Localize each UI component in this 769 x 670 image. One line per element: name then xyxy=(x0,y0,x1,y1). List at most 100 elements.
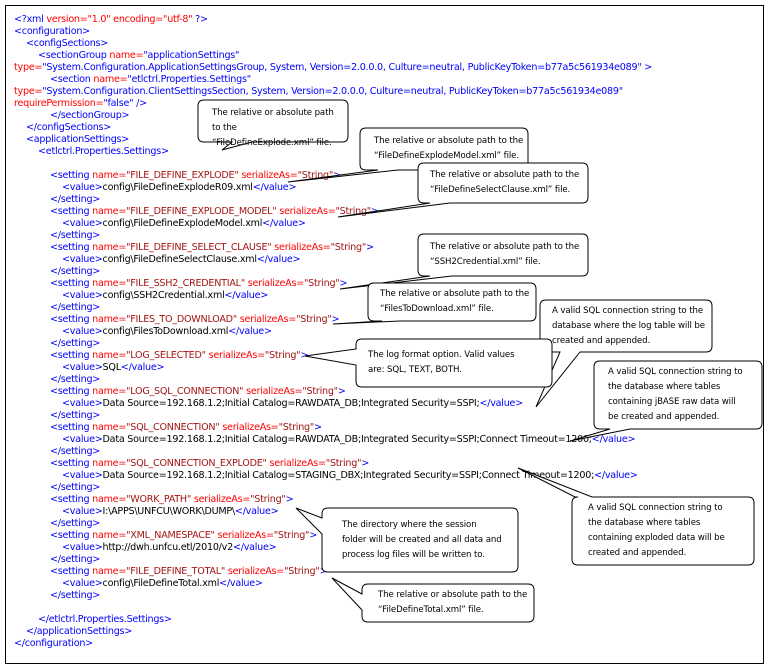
callout-bubble xyxy=(332,282,537,325)
setting-value-line: <value>config\FileDefineExplodeR09.xml</… xyxy=(62,182,296,194)
xml-token: serializeAs= xyxy=(222,422,279,433)
xml-token: name= xyxy=(92,278,127,289)
xml-token: </value> xyxy=(234,506,279,517)
xml-token: <?xml xyxy=(14,14,47,25)
xml-token: </setting> xyxy=(50,266,101,277)
xml-token: <setting xyxy=(50,386,93,397)
xml-token: requirePermission= xyxy=(14,98,104,109)
xml-token: <setting xyxy=(50,206,93,217)
xml-token: <setting xyxy=(50,314,93,325)
xml-token: "LOG_SQL_CONNECTION" xyxy=(126,386,244,397)
setting-close-line: </setting> xyxy=(50,230,100,242)
xml-token: </setting> xyxy=(50,590,101,601)
xml-token: "FILE_DEFINE_EXPLODE_MODEL" xyxy=(126,206,277,217)
setting-open-line: <setting name="FILE_DEFINE_TOTAL" serial… xyxy=(50,566,328,578)
setting-value-line: <value>config\FileDefineTotal.xml</value… xyxy=(62,578,263,590)
setting-close-line: </setting> xyxy=(50,590,100,602)
xml-config-listing: <?xml version="1.0" encoding="utf-8" ?> … xyxy=(14,14,759,654)
xml-token: </value> xyxy=(591,434,636,445)
setting-close-line: </setting> xyxy=(50,338,100,350)
xml-token: "FILE_SSH2_CREDENTIAL" xyxy=(126,278,245,289)
setting-value-line: <value>SQL</value> xyxy=(62,362,165,374)
xml-token: > xyxy=(309,530,318,541)
xml-token: > xyxy=(641,62,653,73)
callout-text: A valid SQL connection string to the dat… xyxy=(588,503,725,558)
xml-token: > xyxy=(361,458,370,469)
xml-token: </setting> xyxy=(50,482,101,493)
xml-token: </value> xyxy=(262,218,306,229)
xml-token: "false" xyxy=(103,98,134,109)
configuration-close-line: </configuration> xyxy=(14,638,93,650)
xml-token: <value> xyxy=(62,542,103,553)
xml-token: <value> xyxy=(62,470,103,481)
callout-text: The relative or absolute path to the “Fi… xyxy=(212,108,334,148)
xml-token: serializeAs= xyxy=(239,314,297,325)
xml-token: serializeAs= xyxy=(247,278,305,289)
xml-token: "String" xyxy=(304,278,340,289)
callout-text: The relative or absolute path to the “Fi… xyxy=(430,170,580,195)
xml-token: Data Source=192.168.1.2;Initial Catalog=… xyxy=(102,470,595,481)
xml-token: name= xyxy=(92,386,127,397)
applicationsettings-open-line: <applicationSettings> xyxy=(26,134,129,146)
setting-value-line: <value>http://dwh.unfcu.etl/2010/v2</val… xyxy=(62,542,277,554)
setting-close-line: </setting> xyxy=(50,482,100,494)
xml-token: > xyxy=(285,494,294,505)
setting-open-line: <setting name="FILES_TO_DOWNLOAD" serial… xyxy=(50,314,340,326)
xml-token: <value> xyxy=(62,398,103,409)
xml-token: </setting> xyxy=(50,554,101,565)
xml-token: <value> xyxy=(62,362,103,373)
xml-token: "XML_NAMESPACE" xyxy=(126,530,215,541)
xml-token: "String" xyxy=(278,422,315,433)
xml-token: </value> xyxy=(219,578,263,589)
xml-token: I:\APPS\UNFCU\WORK\DUMP\ xyxy=(102,506,236,517)
xml-token: </value> xyxy=(224,290,269,301)
xml-token: Data Source=192.168.1.2;Initial Catalog=… xyxy=(102,398,480,409)
section-require-permission-line: requirePermission="false" /> xyxy=(14,98,147,110)
xml-token: </etlctrl.Properties.Settings> xyxy=(38,614,172,625)
xml-token: config\FileDefineSelectClause.xml xyxy=(102,254,258,265)
setting-open-line: <setting name="SQL_CONNECTION_EXPLODE" s… xyxy=(50,458,369,470)
configuration-open-line: <configuration> xyxy=(14,26,90,38)
xml-token: "String" xyxy=(297,170,334,181)
xml-token: </value> xyxy=(594,470,638,481)
xml-token: name= xyxy=(93,74,128,85)
xml-token: name= xyxy=(92,422,127,433)
xml-token: > xyxy=(319,566,328,577)
setting-close-line: </setting> xyxy=(50,302,100,314)
xml-token: serializeAs= xyxy=(246,386,303,397)
xml-token: <etlctrl.Properties.Settings> xyxy=(38,146,169,157)
xml-token: </value> xyxy=(120,362,165,373)
xml-token: <value> xyxy=(62,182,103,193)
xml-token: "System.Configuration.ApplicationSetting… xyxy=(42,62,642,73)
callout-text: The relative or absolute path to the “SS… xyxy=(430,242,580,267)
setting-close-line: </setting> xyxy=(50,194,100,206)
xml-token: </setting> xyxy=(50,410,101,421)
xml-token: > xyxy=(337,386,346,397)
xml-token: "String" xyxy=(264,350,301,361)
callout-bubble xyxy=(569,360,763,442)
xml-token: <setting xyxy=(50,242,93,253)
xml-token: <setting xyxy=(50,170,93,181)
xml-token: "String" xyxy=(250,494,286,505)
callout-bubble xyxy=(535,299,713,408)
setting-open-line: <setting name="LOG_SELECTED" serializeAs… xyxy=(50,350,308,362)
sectiongroup-close-line: </sectionGroup> xyxy=(50,110,130,122)
callout-bubble xyxy=(517,467,755,566)
xml-token: <configuration> xyxy=(14,26,90,37)
callout-bubble xyxy=(295,507,519,573)
xml-token: </setting> xyxy=(50,446,101,457)
xml-token: </value> xyxy=(228,326,272,337)
xml-token: <setting xyxy=(50,422,93,433)
section-type-line: type="System.Configuration.ClientSetting… xyxy=(14,86,623,98)
xml-token: </value> xyxy=(252,182,297,193)
xml-token: <setting xyxy=(50,350,93,361)
xml-token: name= xyxy=(92,206,127,217)
xml-token: config\FileDefineTotal.xml xyxy=(102,578,220,589)
xml-token: <setting xyxy=(50,566,93,577)
xml-token: <setting xyxy=(50,530,93,541)
xml-token: /> xyxy=(133,98,147,109)
xml-token: </setting> xyxy=(50,230,101,241)
xml-token: </setting> xyxy=(50,194,101,205)
xml-token: <setting xyxy=(50,494,93,505)
